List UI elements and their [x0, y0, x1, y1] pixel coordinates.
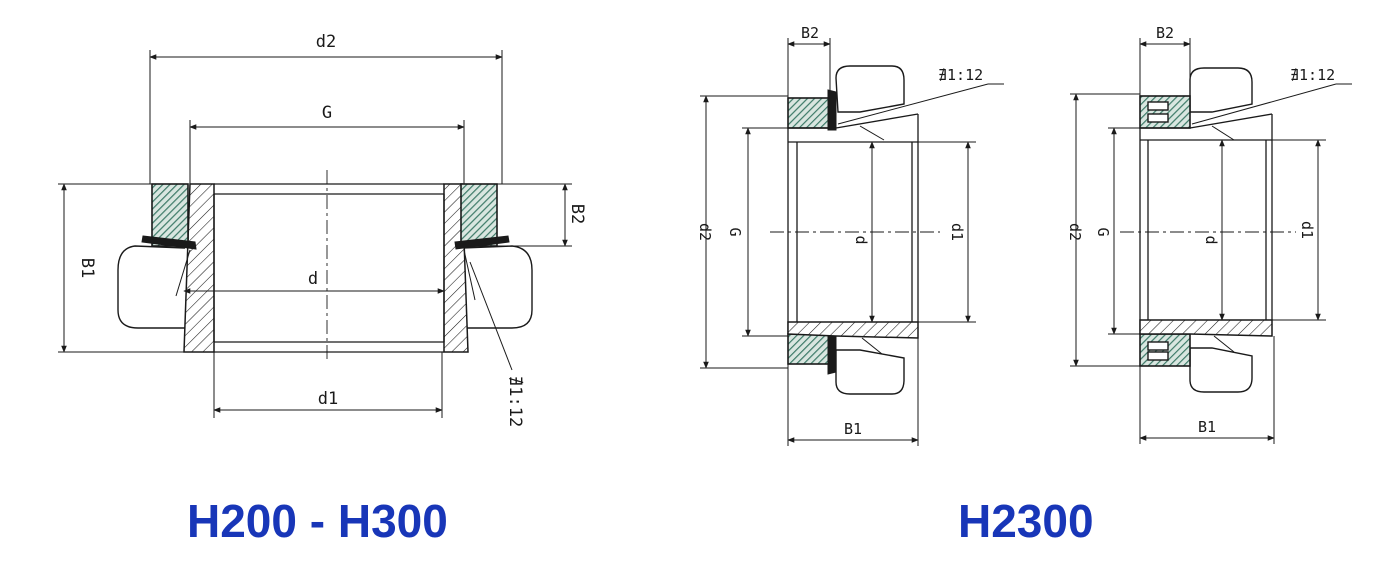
- lock-screw-icon: [1147, 341, 1169, 351]
- lock-nut-top-b: [1139, 95, 1191, 129]
- bearing-right-outline: [461, 245, 533, 329]
- label-b2: B2: [567, 204, 587, 224]
- adapter-sleeve-bottom-section-b: [1139, 319, 1273, 337]
- lock-washer-bottom: [827, 333, 837, 375]
- label-b1-right: B1: [1198, 418, 1216, 436]
- label-g-right: G: [1094, 227, 1112, 236]
- label-d2-mid: d2: [696, 223, 714, 241]
- label-d2-right: d2: [1066, 223, 1084, 241]
- lock-nut-right: [460, 183, 498, 247]
- label-d1-mid: d1: [948, 223, 966, 241]
- drawing-h2300-a: B2 d2 G d d1 B1 ∄1:12: [696, 24, 1004, 446]
- technical-drawing: d2 G B1 B2 d d1 ∄1:12: [58, 24, 1352, 446]
- lock-nut-bottom: [787, 333, 831, 365]
- label-g-mid: G: [726, 227, 744, 236]
- caption-h200-h300: H200 - H300: [187, 495, 448, 547]
- drawing-h200-h300: d2 G B1 B2 d d1 ∄1:12: [58, 32, 587, 427]
- label-taper-mid: ∄1:12: [938, 66, 983, 84]
- bearing-left-outline: [117, 245, 186, 329]
- lock-washer-right: [454, 235, 510, 250]
- lock-nut-left: [151, 183, 189, 247]
- bearing-top-outline-b: [1189, 67, 1253, 113]
- caption-h2300: H2300: [958, 495, 1094, 547]
- label-taper-left: ∄1:12: [505, 376, 525, 427]
- label-d-right: d: [1202, 235, 1220, 244]
- bearing-bottom-outline-b: [1189, 347, 1253, 393]
- bearing-bottom-outline: [835, 349, 905, 395]
- label-d: d: [308, 269, 318, 289]
- label-taper-right: ∄1:12: [1290, 66, 1335, 84]
- label-b2-mid: B2: [801, 24, 819, 42]
- adapter-sleeve-bottom-section: [787, 321, 919, 339]
- label-b2-right: B2: [1156, 24, 1174, 42]
- label-d1-right: d1: [1298, 221, 1316, 239]
- lock-washer-left: [141, 235, 197, 250]
- lock-screw-icon: [1147, 351, 1169, 361]
- label-b1-mid: B1: [844, 420, 862, 438]
- bearing-top-outline: [835, 65, 905, 113]
- drawing-h2300-b: B2 d2 G d d1 B1 ∄1:12: [1066, 24, 1352, 444]
- label-d2: d2: [316, 32, 336, 52]
- label-b1: B1: [77, 258, 97, 278]
- label-g: G: [322, 103, 332, 123]
- lock-screw-icon: [1147, 101, 1169, 111]
- label-d1: d1: [318, 389, 338, 409]
- lock-washer-top: [827, 89, 837, 131]
- lock-nut-top: [787, 97, 831, 129]
- lock-screw-icon: [1147, 113, 1169, 123]
- label-d-mid: d: [852, 235, 870, 244]
